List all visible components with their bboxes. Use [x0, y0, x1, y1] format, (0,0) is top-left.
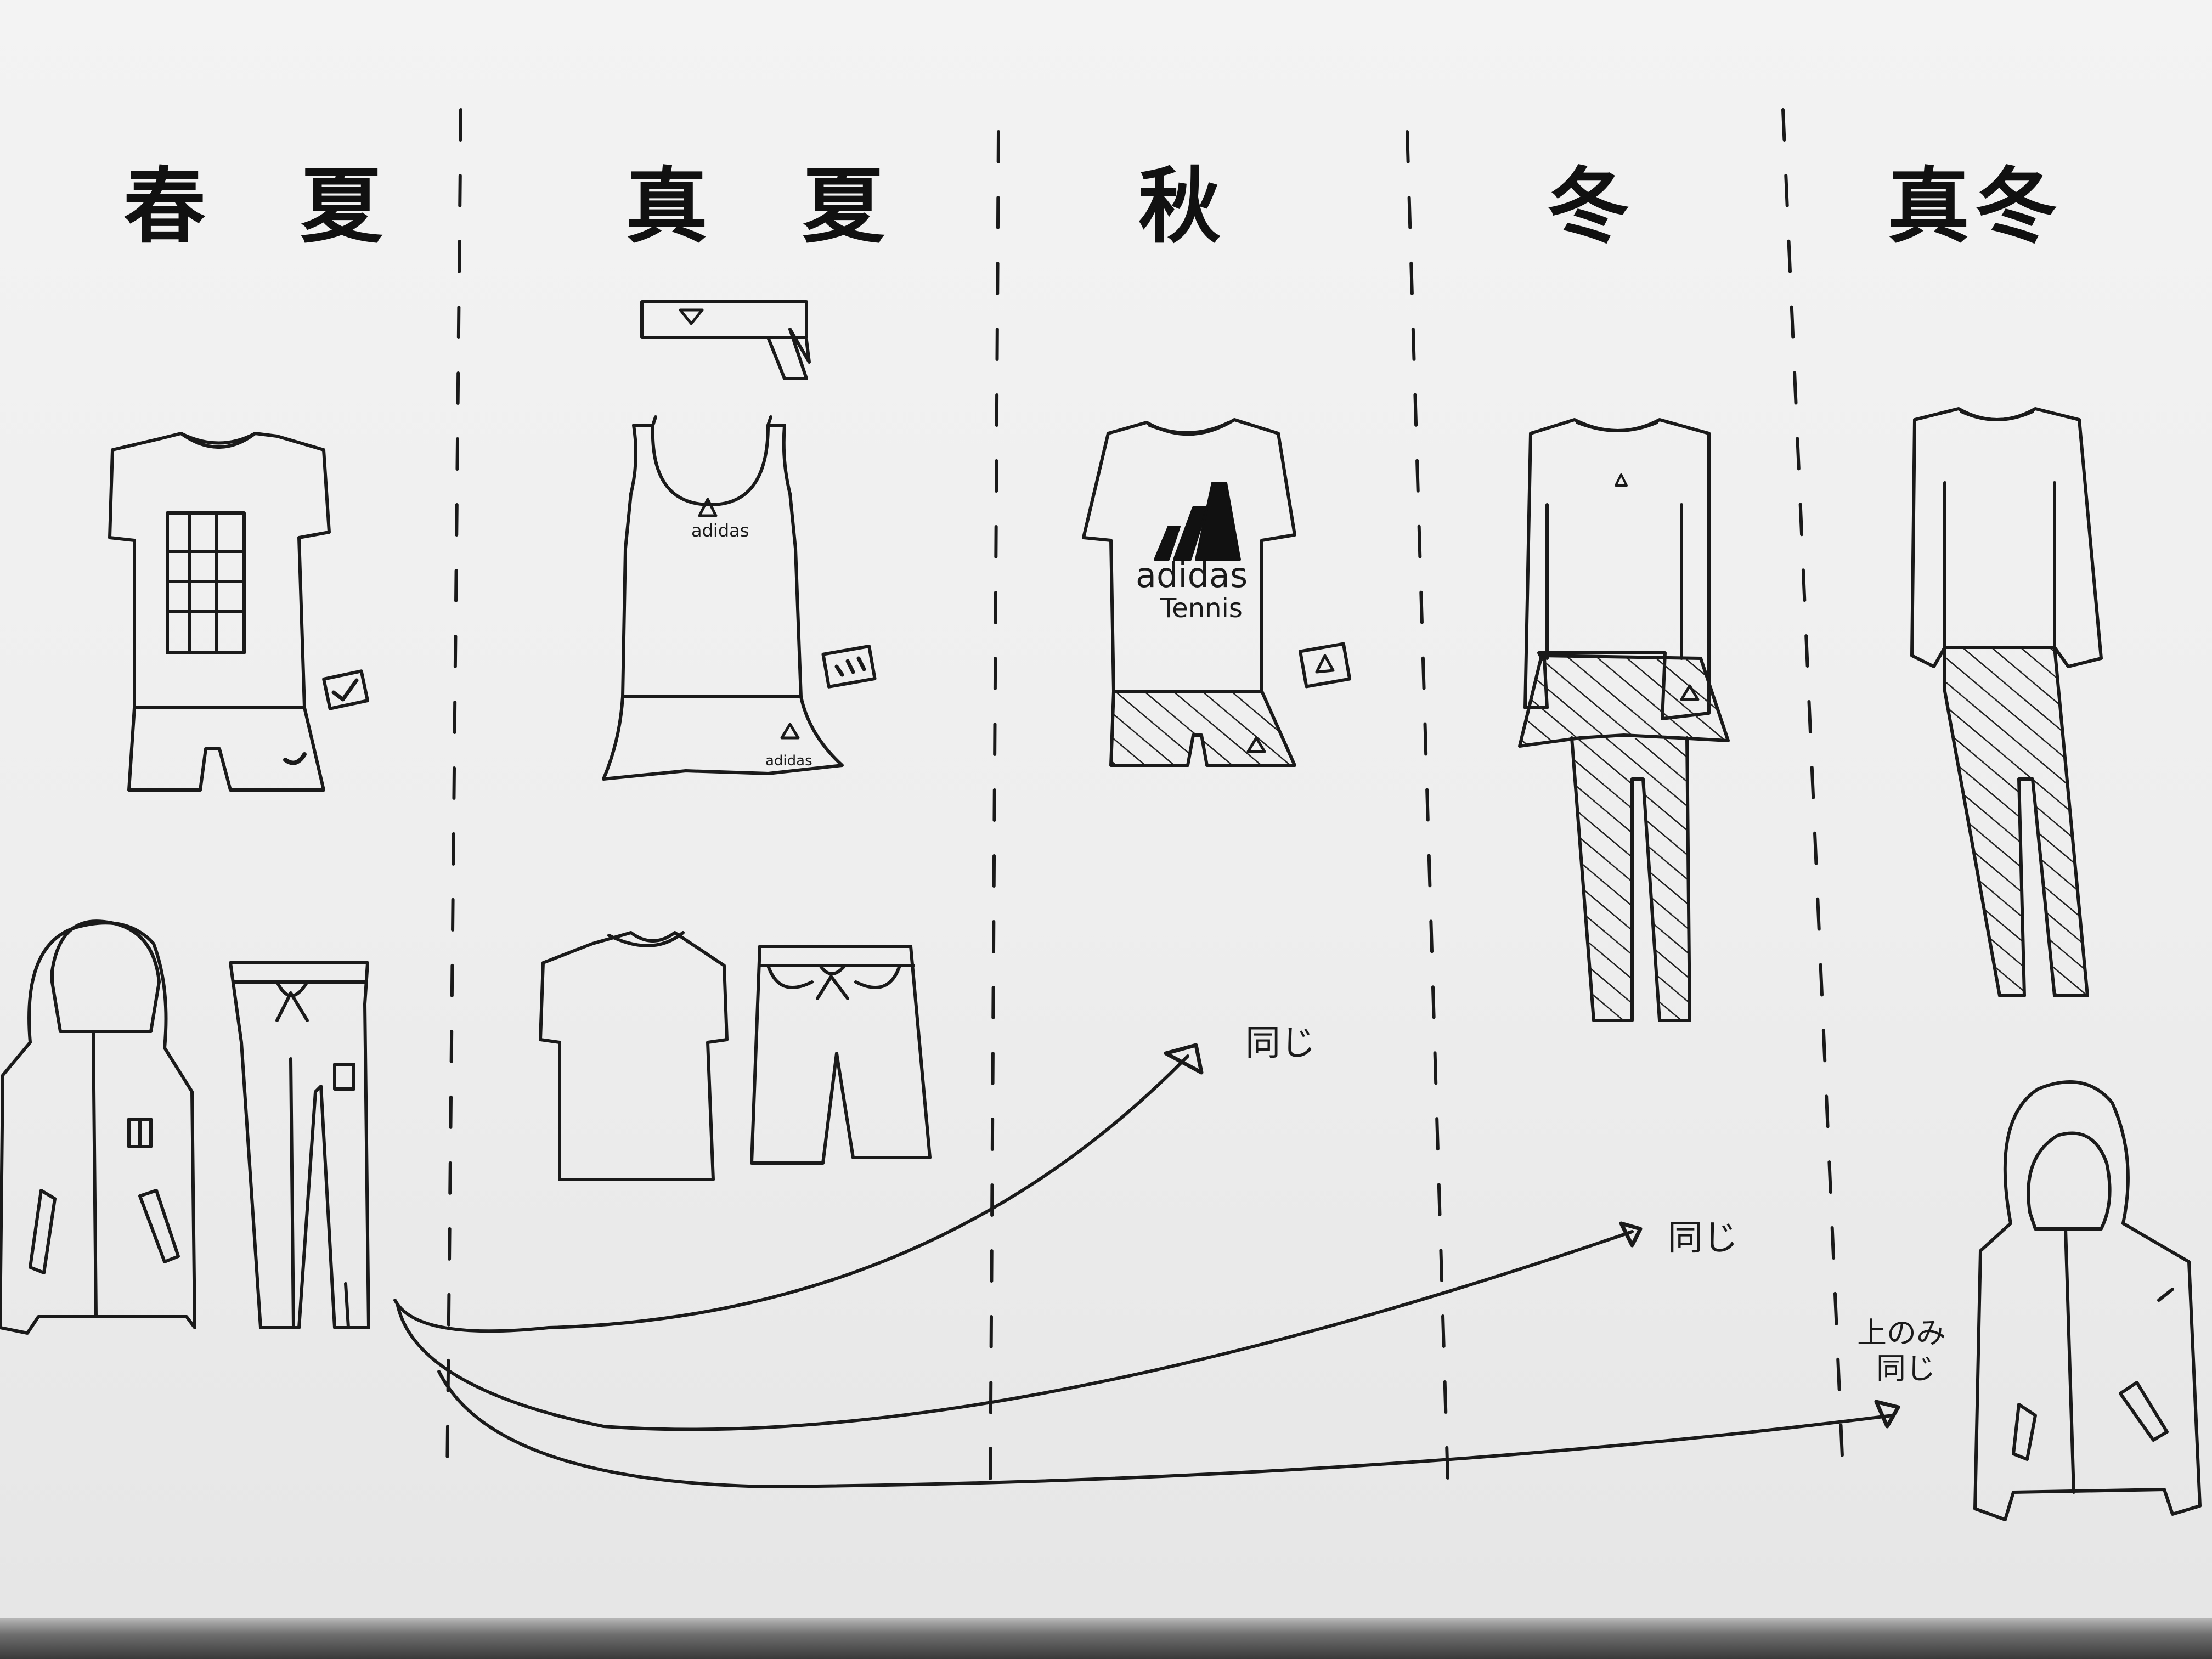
table-edge: [0, 1618, 2212, 1659]
divider-1: [445, 108, 462, 1483]
shorts-spring: [127, 706, 325, 792]
leggings-midwinter: [1943, 646, 2089, 997]
note-same-autumn: 同じ: [1245, 1023, 1316, 1064]
tennis-skirt: [602, 695, 844, 781]
longsleeve-top-midwinter: [1910, 407, 2103, 668]
paper-sheet: [0, 0, 2212, 1618]
tshirt-adidas-text: adidas: [1136, 555, 1248, 595]
note-same-midwinter: 同じ: [1876, 1351, 1936, 1386]
divider-4: [1781, 108, 1845, 1483]
adidas-performance-logo: [1154, 482, 1241, 561]
wristband-adidas-stripes: [821, 644, 877, 689]
hoodie-midwinter: [1973, 1080, 2202, 1521]
tshirt-tennis-text: Tennis: [1160, 593, 1243, 624]
heading-winter: 冬: [1547, 158, 1663, 255]
tshirt-midsummer: [539, 931, 729, 1181]
arrow-to-winter: [396, 1221, 1643, 1431]
column-dividers: [445, 108, 1845, 1499]
heading-autumn: 秋: [1138, 158, 1254, 255]
heading-midwinter: 真冬: [1887, 158, 2063, 255]
track-pants-spring: [229, 961, 370, 1329]
tank-top-adidas-text: adidas: [691, 520, 749, 541]
divider-3: [1406, 130, 1450, 1499]
hoodie-spring: [0, 919, 196, 1335]
divider-2: [989, 130, 1000, 1499]
skirt-winter: [1518, 654, 1730, 748]
shorts-midsummer: [750, 945, 932, 1165]
note-top-only: 上のみ: [1857, 1316, 1946, 1350]
note-same-winter: 同じ: [1668, 1218, 1738, 1259]
wristband-triangle: [1299, 642, 1352, 689]
tank-top: [621, 415, 803, 698]
leggings-winter: [1570, 736, 1691, 1022]
skirt-adidas-text: adidas: [765, 753, 812, 769]
arrow-to-autumn: [393, 1043, 1204, 1333]
tshirt-grid-print: [108, 432, 331, 709]
arrow-to-midwinter: [437, 1370, 1900, 1488]
heading-spring-summer: 春 夏: [123, 158, 416, 255]
wristband-checkmark: [322, 669, 370, 710]
sketch-drawing: adidas adidas adidas Tennis: [0, 108, 2202, 1521]
heading-midsummer: 真 夏: [625, 158, 918, 255]
shorts-autumn: [1109, 690, 1296, 767]
headband: [640, 300, 811, 380]
